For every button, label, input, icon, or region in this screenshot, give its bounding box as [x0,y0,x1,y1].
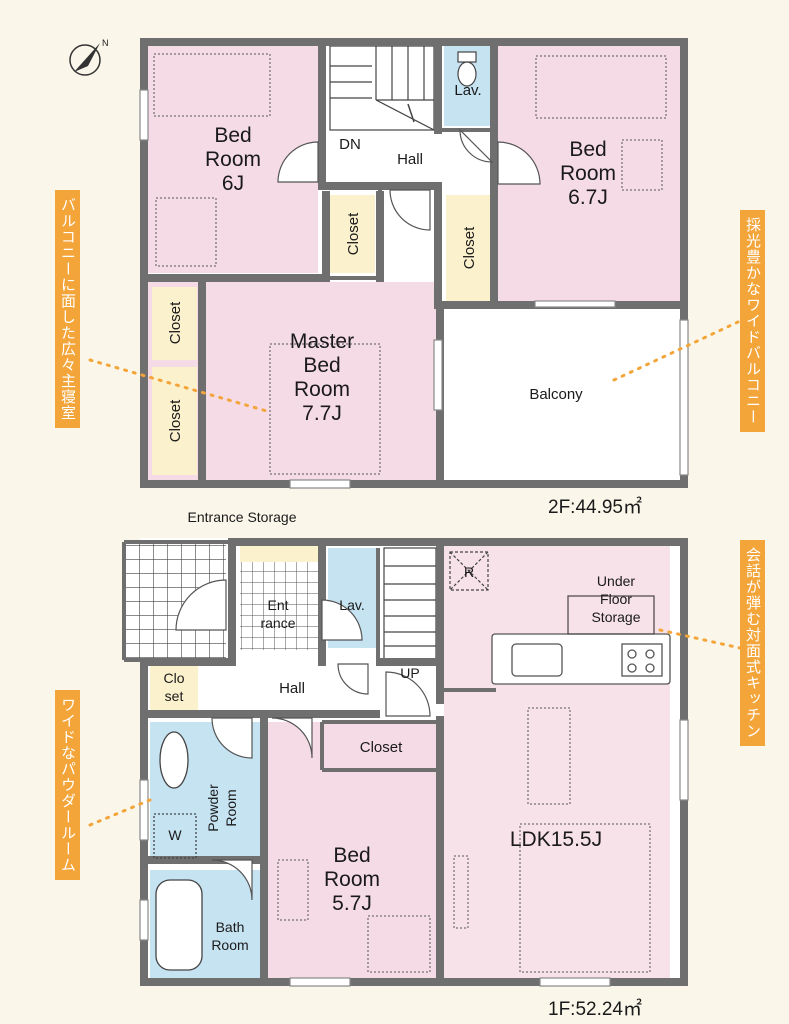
label-hall-1f: Hall [279,680,305,697]
label-bed-67j-2: Room [560,162,616,185]
closet-2f-a [330,195,375,273]
label-master-2: Bed [303,354,340,377]
label-entrance-storage: Entrance Storage [188,509,297,525]
label-bath-2: Room [211,937,248,953]
label-entrance-2: rance [260,615,295,631]
label-closet-2f-c: Closet [167,301,184,344]
closet-2f-d [152,367,197,475]
callout-wide-balcony: 採光豊かなワイドバルコニー [740,210,765,432]
label-powder-1: Powder [205,784,221,832]
north-compass-icon: N [69,38,109,76]
label-closet-2f-a: Closet [345,212,362,255]
entrance-tiles [240,562,318,650]
label-closet-1f: Closet [360,739,403,756]
callout-master-bedroom: バルコニーに面した広々主寝室 [55,190,80,428]
label-entrance-1: Ent [267,597,288,613]
label-bed-6j-3: 6J [222,172,244,195]
floor-1-plan [122,538,689,987]
label-closet-small-1: Clo [163,670,184,686]
label-under-floor-2: Floor [600,591,632,607]
label-closet-small-2: set [165,688,184,704]
label-closet-2f-d: Closet [167,399,184,442]
staircase-2f [329,45,435,131]
label-bed-57j-2: Room [324,868,380,891]
label-lav-1f: Lav. [339,597,364,613]
label-bed-67j-3: 6.7J [568,186,608,209]
label-closet-2f-b: Closet [461,226,478,269]
label-master-4: 7.7J [302,402,342,425]
floor-2-area: 2F:44.95㎡ [548,497,642,518]
label-powder-2: Room [223,789,239,826]
bedroom-57j-floor [268,722,436,978]
label-bed-6j-2: Room [205,148,261,171]
callout-kitchen: 会話が弾む対面式キッチン [740,540,765,746]
label-ldk: LDK15.5J [510,828,602,851]
label-balcony: Balcony [529,386,583,403]
label-bed-67j-1: Bed [569,138,606,161]
label-washer: W [168,827,182,843]
staircase-1f [383,547,437,661]
label-bed-57j-3: 5.7J [332,892,372,915]
label-under-floor-1: Under [597,573,635,589]
closet-1f-small [150,664,198,710]
label-under-floor-3: Storage [591,609,640,625]
svg-text:N: N [102,38,109,48]
label-bath-1: Bath [216,919,245,935]
floor-2-plan [139,38,689,489]
label-lav-2f: Lav. [454,82,481,99]
label-up: UP [400,665,419,681]
toilet-icon [457,51,477,87]
closet-2f-c [152,287,197,360]
label-bed-57j-1: Bed [333,844,370,867]
label-bed-6j-1: Bed [214,124,251,147]
label-refrigerator: R [464,564,474,580]
label-hall-2f: Hall [397,151,423,168]
closet-2f-b [446,195,491,301]
label-dn: DN [339,136,361,153]
kitchen-counter [491,633,671,685]
label-master-1: Master [290,330,354,353]
entrance-storage-shelf [240,546,318,562]
balcony-floor [446,312,680,480]
label-master-3: Room [294,378,350,401]
floor-1-area: 1F:52.24㎡ [548,999,642,1020]
callout-powder-room: ワイドなパウダールーム [55,690,80,880]
